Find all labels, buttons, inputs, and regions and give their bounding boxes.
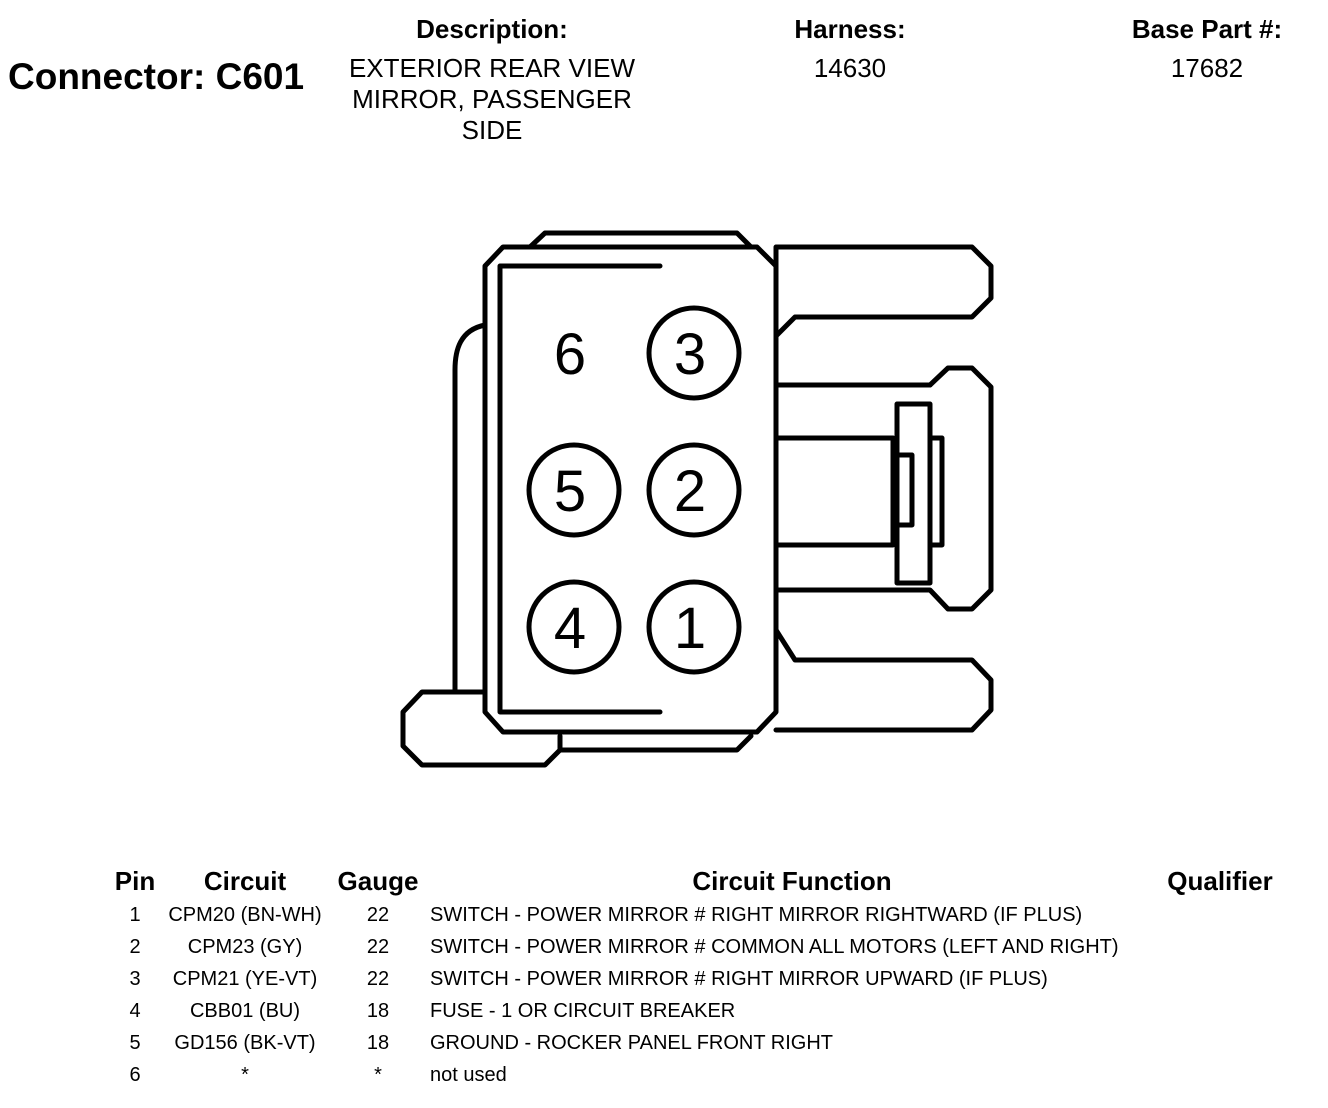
row-gauge: 22: [366, 936, 390, 958]
row-pin: 3: [129, 968, 141, 990]
pin-label-3: 3: [674, 322, 706, 387]
housing-outline: [482, 244, 779, 735]
row-pin: 6: [129, 1064, 141, 1086]
row-function: GROUND - ROCKER PANEL FRONT RIGHT: [430, 1032, 833, 1054]
pin-4-circle: [526, 579, 622, 675]
row-gauge: *: [374, 1064, 382, 1086]
row-pin: 2: [129, 936, 141, 958]
row-function: SWITCH - POWER MIRROR # COMMON ALL MOTOR…: [430, 936, 1119, 958]
row-pin: 5: [129, 1032, 141, 1054]
row-gauge: 18: [366, 1032, 390, 1054]
table-row: 3 CPM21 (YE-VT) 22 SWITCH - POWER MIRROR…: [0, 968, 1328, 1000]
table-header-qualifier: Qualifier: [1167, 866, 1273, 896]
description-header: Description:: [416, 14, 568, 44]
pin-3-circle: [646, 305, 742, 401]
base-part-value: 17682: [1170, 53, 1244, 83]
row-circuit: *: [241, 1064, 249, 1086]
row-gauge: 22: [366, 968, 390, 990]
table-row: 4 CBB01 (BU) 18 FUSE - 1 OR CIRCUIT BREA…: [0, 1000, 1328, 1032]
row-circuit: CPM23 (GY): [187, 936, 303, 958]
plug-tab: [927, 435, 945, 548]
pin-5-circle: [526, 442, 622, 538]
pin-2-circle: [646, 442, 742, 538]
base-part-header: Base Part #:: [1131, 14, 1283, 44]
pin-label-5: 5: [554, 459, 586, 524]
row-function: SWITCH - POWER MIRROR # RIGHT MIRROR UPW…: [430, 968, 1048, 990]
row-function: FUSE - 1 OR CIRCUIT BREAKER: [430, 1000, 736, 1022]
description-line-2: MIRROR, PASSENGER: [352, 84, 632, 114]
table-header-gauge: Gauge: [337, 866, 419, 896]
pin-1-circle: [646, 579, 742, 675]
bottom-right-arm: [773, 627, 994, 733]
description-line-3: SIDE: [461, 115, 523, 145]
pin-label-6: 6: [554, 322, 586, 387]
row-circuit: GD156 (BK-VT): [174, 1032, 316, 1054]
bottom-left-tab: [400, 689, 563, 768]
right-plug: [773, 365, 994, 612]
top-right-arm: [773, 244, 994, 388]
harness-header: Harness:: [794, 14, 906, 44]
table-header-pin: Pin: [114, 866, 156, 896]
pin-label-2: 2: [674, 459, 706, 524]
plug-inner: [894, 452, 915, 528]
harness-value: 14630: [813, 53, 887, 83]
inner-face: [497, 263, 663, 715]
description-line-1: EXTERIOR REAR VIEW: [348, 53, 636, 83]
plug-body: [773, 435, 896, 548]
row-gauge: 18: [366, 1000, 390, 1022]
table-row: 1 CPM20 (BN-WH) 22 SWITCH - POWER MIRROR…: [0, 904, 1328, 936]
row-gauge: 22: [366, 904, 390, 926]
row-pin: 4: [129, 1000, 141, 1022]
top-rail: [527, 230, 754, 250]
row-circuit: CPM20 (BN-WH): [168, 904, 322, 926]
row-circuit: CBB01 (BU): [189, 1000, 301, 1022]
row-function: SWITCH - POWER MIRROR # RIGHT MIRROR RIG…: [430, 904, 1083, 926]
description-value: EXTERIOR REAR VIEW MIRROR, PASSENGER SID…: [312, 53, 672, 146]
table-header-function: Circuit Function: [692, 866, 892, 896]
left-latch: [452, 322, 488, 693]
row-circuit: CPM21 (YE-VT): [172, 968, 318, 990]
row-pin: 1: [129, 904, 141, 926]
bottom-rail: [557, 733, 754, 753]
pin-label-1: 1: [674, 596, 706, 661]
table-row: 5 GD156 (BK-VT) 18 GROUND - ROCKER PANEL…: [0, 1032, 1328, 1064]
table-header-circuit: Circuit: [203, 866, 287, 896]
row-function: not used: [430, 1064, 507, 1086]
connector-title: Connector: C601: [8, 56, 305, 97]
table-row: 6 * * not used: [0, 1064, 1328, 1096]
table-row: 2 CPM23 (GY) 22 SWITCH - POWER MIRROR # …: [0, 936, 1328, 968]
pin-label-4: 4: [554, 596, 586, 661]
